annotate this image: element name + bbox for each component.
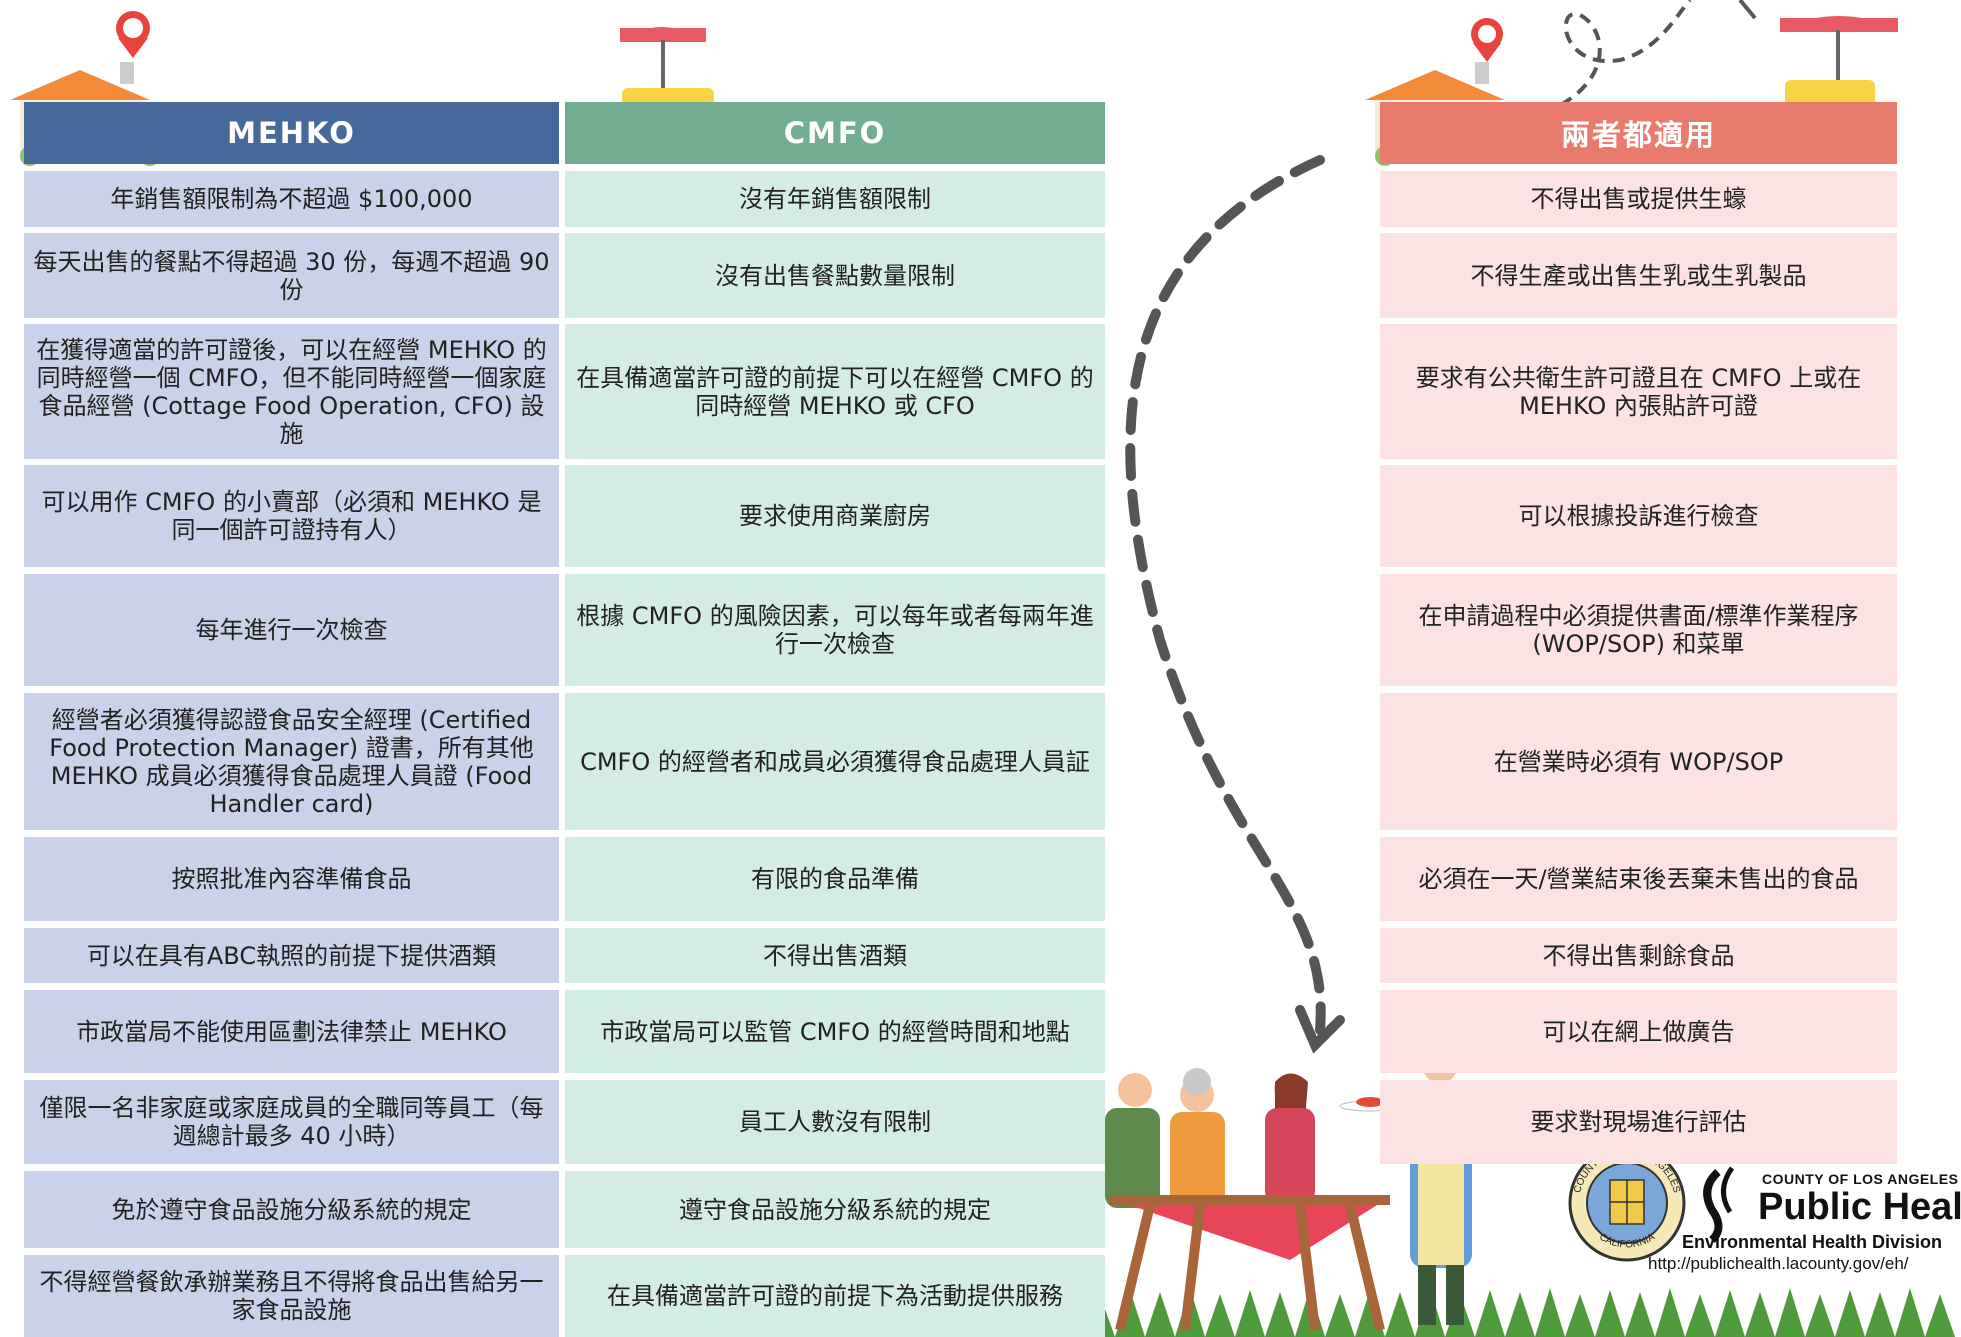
logo-url-link[interactable]: http://publichealth.lacounty.gov/eh/ [1648, 1254, 1909, 1273]
cmfo-cell: CMFO 的經營者和成員必須獲得食品處理人員証 [565, 693, 1105, 830]
logo-title-text: Public Health [1758, 1186, 1961, 1228]
header-mehko-label: MEHKO [227, 116, 356, 150]
both-cell: 不得出售剩餘食品 [1380, 928, 1897, 983]
cmfo-cell: 員工人數沒有限制 [565, 1080, 1105, 1164]
mehko-cell: 每年進行一次檢查 [24, 574, 559, 686]
mehko-cell: 可以在具有ABC執照的前提下提供酒類 [24, 928, 559, 983]
both-cell: 可以根據投訴進行檢查 [1380, 465, 1897, 567]
dashed-arrow-icon [1125, 155, 1326, 1035]
both-cell: 要求對現場進行評估 [1380, 1080, 1897, 1164]
mehko-cell: 每天出售的餐點不得超過 30 份，每週不超過 90份 [24, 233, 559, 318]
location-pin-icon [116, 11, 150, 58]
mehko-cell: 年銷售額限制為不超過 $100,000 [24, 171, 559, 227]
header-cmfo: CMFO [565, 102, 1105, 164]
header-both: 兩者都適用 [1380, 102, 1897, 164]
header-mehko: MEHKO [24, 102, 559, 164]
mehko-cell: 可以用作 CMFO 的小賣部（必須和 MEHKO 是同一個許可證持有人） [24, 465, 559, 567]
mehko-cell: 僅限一名非家庭或家庭成員的全職同等員工（每週總計最多 40 小時） [24, 1080, 559, 1164]
cmfo-cell: 有限的食品準備 [565, 837, 1105, 921]
mehko-cell: 按照批准內容準備食品 [24, 837, 559, 921]
both-cell: 必須在一天/營業結束後丟棄未售出的食品 [1380, 837, 1897, 921]
mehko-cell: 市政當局不能使用區劃法律禁止 MEHKO [24, 990, 559, 1073]
cmfo-cell: 沒有出售餐點數量限制 [565, 233, 1105, 318]
both-cell: 可以在網上做廣告 [1380, 990, 1897, 1073]
cmfo-cell: 沒有年銷售額限制 [565, 171, 1105, 227]
cmfo-cell: 不得出售酒類 [565, 928, 1105, 983]
mehko-cell: 免於遵守食品設施分級系統的規定 [24, 1171, 559, 1248]
both-cell: 在申請過程中必須提供書面/標準作業程序 (WOP/SOP) 和菜單 [1380, 574, 1897, 686]
both-cell: 不得生產或出售生乳或生乳製品 [1380, 233, 1897, 318]
header-cmfo-label: CMFO [783, 116, 887, 150]
public-health-logo-icon [1703, 1166, 1735, 1243]
location-pin-icon [1471, 18, 1503, 62]
mehko-cell: 經營者必須獲得認證食品安全經理 (Certified Food Protecti… [24, 693, 559, 830]
cmfo-cell: 根據 CMFO 的風險因素，可以每年或者每兩年進行一次檢查 [565, 574, 1105, 686]
cmfo-cell: 要求使用商業廚房 [565, 465, 1105, 567]
logo-county-text: COUNTY OF LOS ANGELES [1762, 1171, 1959, 1187]
logo-division-text: Environmental Health Division [1682, 1232, 1943, 1252]
mehko-cell: 在獲得適當的許可證後，可以在經營 MEHKO 的同時經營一個 CMFO，但不能同… [24, 324, 559, 459]
mehko-cell: 不得經營餐飲承辦業務且不得將食品出售給另一家食品設施 [24, 1255, 559, 1337]
cmfo-cell: 遵守食品設施分級系統的規定 [565, 1171, 1105, 1248]
cmfo-cell: 在具備適當許可證的前提下可以在經營 CMFO 的同時經營 MEHKO 或 CFO [565, 324, 1105, 459]
cmfo-cell: 市政當局可以監管 CMFO 的經營時間和地點 [565, 990, 1105, 1073]
both-cell: 要求有公共衛生許可證且在 CMFO 上或在 MEHKO 內張貼許可證 [1380, 324, 1897, 459]
header-both-label: 兩者都適用 [1560, 118, 1716, 152]
cmfo-cell: 在具備適當許可證的前提下為活動提供服務 [565, 1255, 1105, 1337]
both-cell: 不得出售或提供生蠔 [1380, 171, 1897, 227]
both-cell: 在營業時必須有 WOP/SOP [1380, 693, 1897, 830]
